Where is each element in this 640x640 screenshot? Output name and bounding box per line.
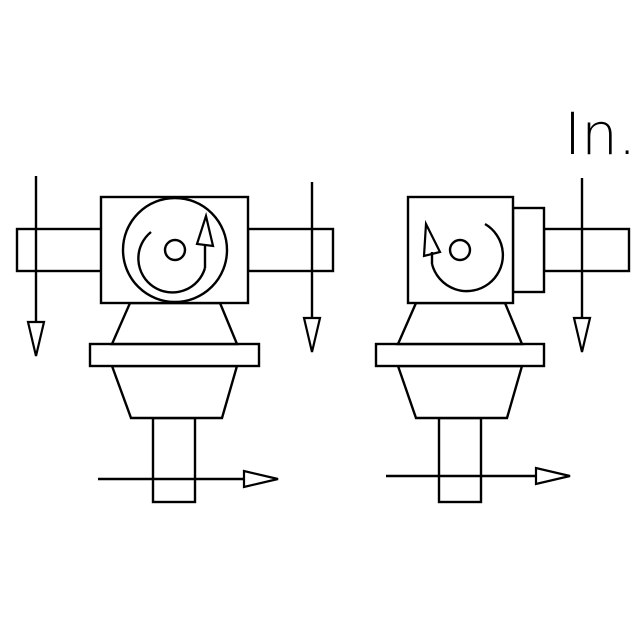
- right-output-shaft: [437, 416, 483, 504]
- right-lower-body: [396, 364, 524, 420]
- down-arrow-icon: [26, 320, 46, 357]
- left-input-shaft-right: [246, 227, 335, 273]
- left-gearbox: [15, 176, 335, 504]
- left-lower-body: [110, 364, 239, 420]
- down-arrow-icon: [572, 316, 592, 353]
- right-gearbox: [374, 178, 631, 504]
- down-arrow-icon: [302, 316, 322, 353]
- left-flange: [88, 342, 261, 368]
- left-input-shaft-left: [15, 227, 104, 273]
- left-center-hole: [163, 238, 187, 262]
- right-upper-body: [396, 301, 524, 346]
- right-arrow-icon: [242, 469, 279, 489]
- right-bearing-collar: [511, 206, 546, 294]
- counterclockwise-rotation-arc: [430, 222, 505, 293]
- right-input-shaft: [542, 227, 631, 273]
- right-flange: [374, 342, 546, 368]
- left-output-shaft: [151, 416, 197, 504]
- input-label: In.: [564, 100, 636, 168]
- left-gear-housing: [99, 195, 250, 305]
- left-gear-circle: [121, 196, 229, 304]
- right-center-hole: [448, 238, 472, 262]
- right-arrow-icon: [534, 466, 571, 486]
- left-upper-body: [110, 301, 239, 346]
- clockwise-rotation-arc: [137, 231, 207, 294]
